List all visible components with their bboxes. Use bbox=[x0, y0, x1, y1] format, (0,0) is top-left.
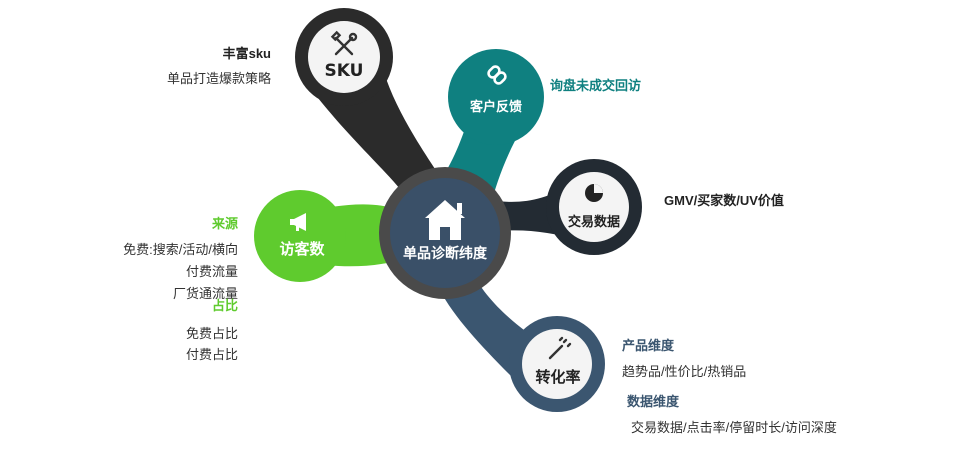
feedback-heading: 询盘未成交回访 bbox=[550, 78, 642, 93]
visitors-node-label: 访客数 bbox=[279, 240, 325, 258]
tools-icon bbox=[330, 30, 358, 56]
trade-node-label: 交易数据 bbox=[568, 214, 620, 230]
trade-heading: GMV/买家数/UV价值 bbox=[664, 193, 784, 208]
sku-heading: 丰富sku bbox=[222, 46, 271, 61]
visitors-share-line-1: 免费占比 bbox=[185, 326, 238, 341]
visitors-share-line-2: 付费占比 bbox=[185, 347, 238, 362]
magic-wand-icon bbox=[548, 336, 572, 360]
pie-chart-icon bbox=[585, 184, 603, 202]
conversion-data-line: 交易数据/点击率/停留时长/访问深度 bbox=[631, 420, 837, 435]
link-icon bbox=[487, 65, 507, 85]
megaphone-icon bbox=[290, 213, 306, 231]
sku-node-label: SKU bbox=[325, 61, 364, 81]
visitors-source-heading: 来源 bbox=[211, 216, 238, 231]
trade-node-inner bbox=[559, 172, 629, 242]
conversion-data-heading: 数据维度 bbox=[627, 394, 680, 409]
home-icon bbox=[425, 200, 465, 240]
visitors-source-line-2: 付费流量 bbox=[185, 264, 238, 279]
conversion-node-inner bbox=[522, 329, 592, 399]
visitors-source-line-1: 免费:搜索/活动/横向 bbox=[123, 242, 238, 257]
conversion-product-heading: 产品维度 bbox=[622, 338, 675, 353]
feedback-node-label: 客户反馈 bbox=[470, 99, 522, 115]
visitors-source-line-3: 厂货通流量 bbox=[172, 286, 238, 301]
sku-line: 单品打造爆款策略 bbox=[166, 71, 271, 86]
visitors-node bbox=[254, 190, 346, 282]
visitors-share-heading: 占比 bbox=[211, 298, 238, 313]
conversion-node-label: 转化率 bbox=[535, 368, 580, 386]
sku-node-inner bbox=[308, 21, 380, 93]
feedback-node bbox=[448, 49, 544, 145]
conversion-product-line: 趋势品/性价比/热销品 bbox=[622, 364, 747, 379]
center-node-label: 单品诊断纬度 bbox=[403, 245, 488, 262]
